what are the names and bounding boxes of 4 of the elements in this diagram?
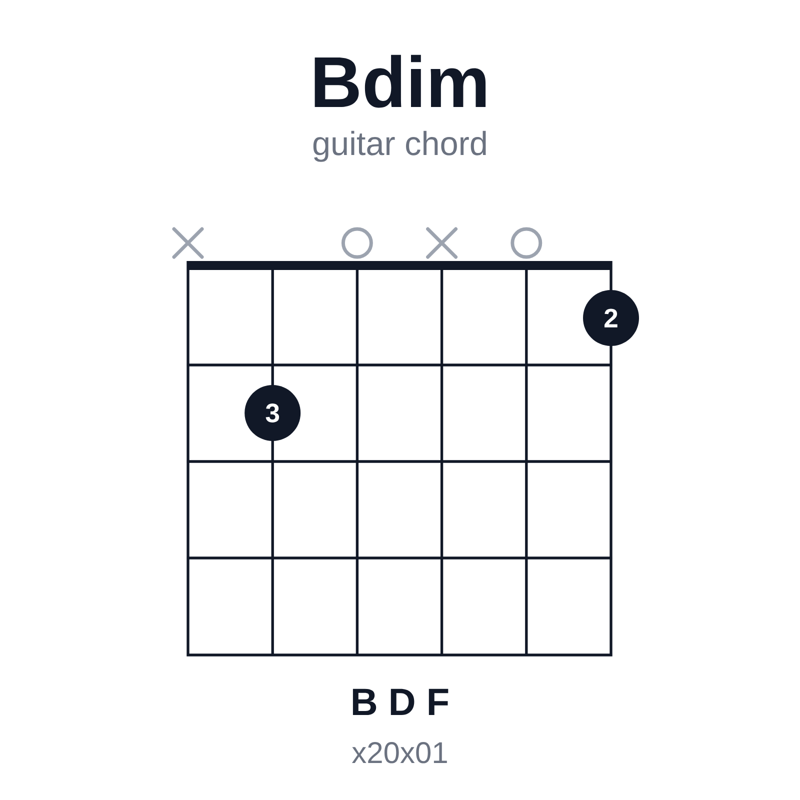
fingering-code: x20x01 (352, 742, 447, 764)
title: Bdim (314, 54, 486, 108)
subtitle: guitar chord (313, 130, 486, 162)
note-names: B D F (352, 688, 448, 715)
